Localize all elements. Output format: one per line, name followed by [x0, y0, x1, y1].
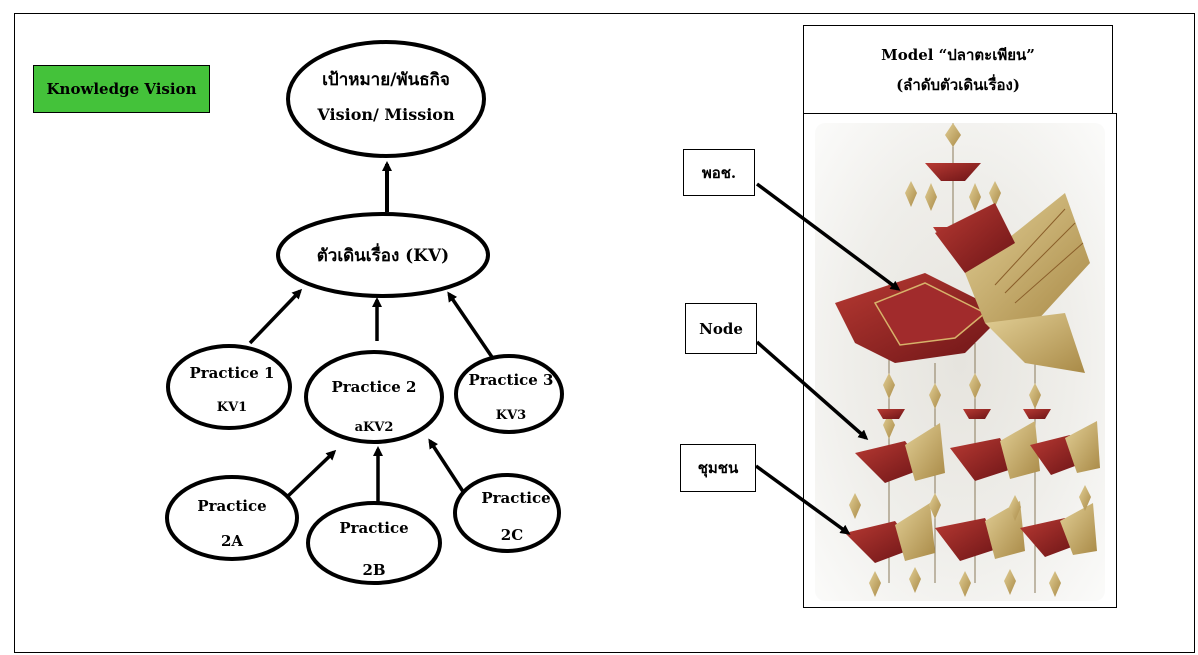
arrow-community [754, 464, 851, 535]
svg-text:Vision/ Mission: Vision/ Mission [316, 105, 455, 124]
arrow-poch [755, 182, 901, 291]
node-practice-2c: Practice 2C [453, 473, 561, 553]
fish-mobile-photo [815, 123, 1105, 601]
svg-text:Practice: Practice [339, 519, 408, 537]
svg-text:KV1: KV1 [217, 400, 247, 415]
fish-mobile-illustration [835, 123, 1100, 597]
kv-diagram: เป้าหมาย/พันธกิจ Vision/ Mission ตัวเดิน… [165, 40, 564, 585]
node-practice-2a: Practice 2A [165, 475, 299, 561]
arrow-p2c-to-p2 [428, 438, 466, 494]
arrow-p2a-to-p2 [285, 449, 337, 499]
node-vision-mission: เป้าหมาย/พันธกิจ Vision/ Mission [286, 40, 486, 158]
node-kv: ตัวเดินเรื่อง (KV) [276, 212, 490, 298]
svg-text:Practice 3: Practice 3 [469, 371, 554, 389]
model-title-line1: Model “ปลาตะเพียน” [881, 46, 1035, 64]
arrow-node [755, 340, 869, 440]
svg-text:Practice: Practice [481, 489, 550, 507]
svg-text:2C: 2C [501, 526, 523, 544]
knowledge-vision-label: Knowledge Vision [33, 65, 210, 113]
svg-text:aKV2: aKV2 [355, 420, 394, 435]
svg-text:Practice 2: Practice 2 [332, 378, 417, 396]
svg-text:เป้าหมาย/พันธกิจ: เป้าหมาย/พันธกิจ [322, 70, 450, 90]
node-practice-3: Practice 3 KV3 [454, 354, 564, 434]
label-poch: พอช. [683, 149, 755, 196]
node-practice-2b: Practice 2B [306, 501, 442, 585]
arrow-p1-to-kv [248, 288, 303, 345]
node-practice-1: Practice 1 KV1 [166, 344, 292, 430]
node-practice-2: Practice 2 aKV2 [304, 350, 444, 444]
model-title-line2: (ลำดับตัวเดินเรื่อง) [896, 76, 1020, 94]
svg-text:2B: 2B [362, 561, 385, 579]
label-community: ชุมชน [680, 444, 756, 492]
svg-text:Practice: Practice [197, 497, 266, 515]
figure-frame [14, 13, 1195, 653]
label-node: Node [685, 303, 757, 354]
svg-text:2A: 2A [221, 532, 243, 550]
svg-text:ตัวเดินเรื่อง (KV): ตัวเดินเรื่อง (KV) [317, 243, 449, 266]
svg-text:KV3: KV3 [496, 408, 526, 423]
svg-text:Practice 1: Practice 1 [190, 364, 275, 382]
arrow-p3-to-kv [447, 291, 496, 361]
